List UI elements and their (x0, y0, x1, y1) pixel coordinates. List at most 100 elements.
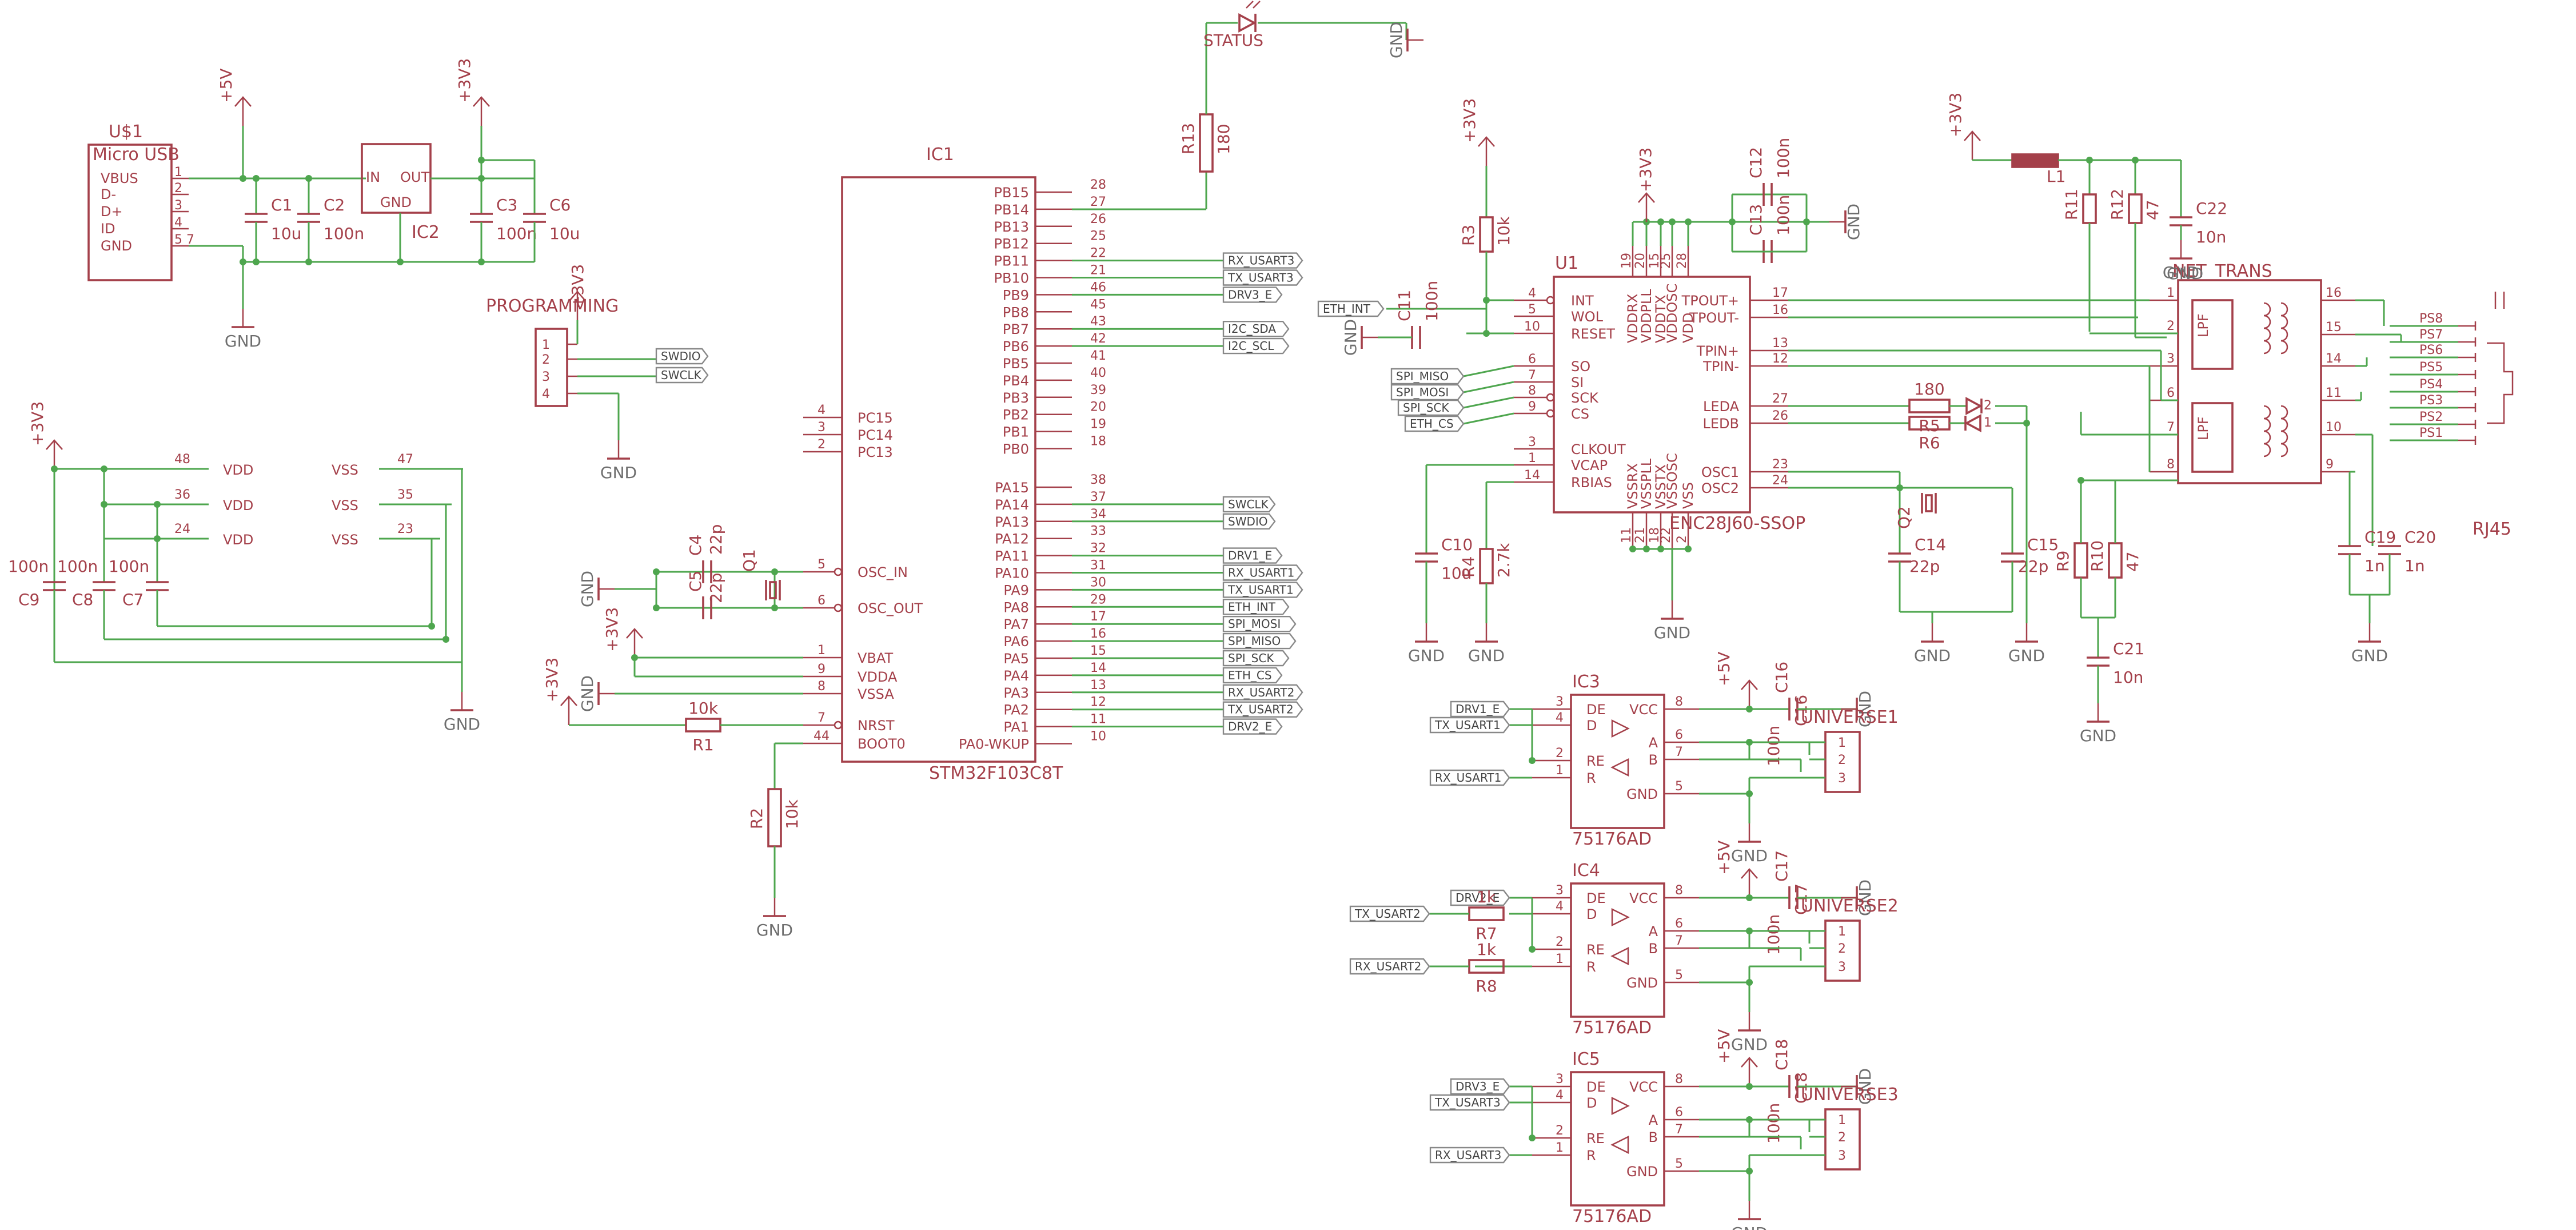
driver-pin-name: VCC (1629, 702, 1658, 718)
ground-symbol: GND (1387, 22, 1423, 58)
vdd-pin-name: VDD (223, 497, 253, 514)
mcu-pin-name: PA12 (995, 531, 1029, 547)
driver-body (1570, 694, 1665, 829)
driver-pin-name: A (1649, 735, 1658, 751)
reg-pin-out: OUT (400, 169, 429, 185)
mcu-pin-number: 39 (1090, 383, 1106, 397)
mcu-pin-number: 45 (1090, 297, 1106, 312)
mcu-pin-name: VDDA (858, 669, 898, 685)
eth-pin-number: 18 (1648, 527, 1662, 543)
reg-pin-gnd: GND (380, 194, 412, 210)
driver-pin-num: 3 (1556, 883, 1564, 898)
connector-body (1824, 1108, 1861, 1171)
eth-pin-name: TPIN+ (1696, 343, 1739, 359)
driver-triangle (1611, 1096, 1630, 1116)
ground-symbol: GND (444, 692, 480, 734)
net-label-tag: TX_USART3 (1222, 269, 1303, 286)
resistor-body (1479, 548, 1494, 584)
transformer-gnd: GND (2167, 264, 2203, 283)
cap-value: 10u (271, 224, 301, 243)
eth-pin-name: VDDPLL (1638, 289, 1654, 343)
resistor-body (1479, 216, 1494, 253)
eth-pin-name: SO (1571, 359, 1590, 375)
usb-pin-number: 5 7 (174, 233, 194, 247)
driver-pin-num: 8 (1675, 695, 1683, 709)
tag-outline (1222, 513, 1276, 530)
trans-pin-num: 15 (2326, 320, 2342, 335)
mcu-pin-number: 30 (1090, 575, 1106, 590)
supply-arrow (473, 96, 490, 107)
net-label-tag: RX_USART2 (1349, 958, 1430, 975)
rj-pin-label: PS8 (2419, 312, 2443, 326)
junction-dot (2077, 477, 2084, 484)
eth-pin-number: 2 (1675, 535, 1689, 543)
ground-label: GND (2163, 263, 2199, 282)
ground-symbol: GND (1731, 1012, 1768, 1054)
mcu-pin-number: 13 (1090, 678, 1106, 692)
vss-pin-num: 47 (397, 452, 413, 467)
ground-symbol: GND (2080, 703, 2116, 745)
led-ray (1246, 1, 1254, 9)
driver-pin-num: 8 (1675, 1072, 1683, 1086)
inverter-bubble (834, 603, 843, 612)
tag-text: ETH_CS (1228, 668, 1272, 682)
tag-text: TX_USART3 (1227, 271, 1294, 285)
supply-label: +3V3 (543, 658, 561, 702)
junction-dot (631, 654, 638, 661)
inductor-fill (2012, 154, 2058, 167)
junction-dot (1685, 218, 1692, 225)
tag-outline (1222, 564, 1303, 581)
vdd-pin-num: 36 (174, 488, 190, 502)
eth-pin-name: VSSPLL (1638, 458, 1654, 509)
eth-pin-number: 13 (1772, 336, 1788, 351)
link-leds: 21 (1964, 396, 1992, 433)
cap-name: C16 (1792, 695, 1811, 726)
mcu-pin-name: OSC_IN (858, 564, 908, 580)
driver-pin-name: D (1586, 718, 1597, 734)
eth-pin-name: WOL (1571, 309, 1604, 325)
supply-arrow (560, 695, 577, 706)
mcu-pin-number: 28 (1090, 178, 1106, 192)
ground-symbol: GND (1841, 691, 1875, 727)
eth-pin-number: 1 (1528, 451, 1536, 465)
ground-label: GND (1914, 646, 1951, 665)
eth-pin-number: 22 (1659, 527, 1673, 543)
ground-label: GND (1731, 1035, 1768, 1054)
net-label-tag: TX_USART1 (1222, 582, 1303, 598)
ground-symbol: GND (756, 898, 793, 940)
transformer-name: NET_TRANS (2172, 261, 2272, 281)
tag-text: SWDIO (1228, 515, 1268, 528)
tag-text: I2C_SCL (1228, 339, 1274, 353)
tag-outline (1222, 252, 1303, 269)
net-label-tag: RX_USART1 (1429, 769, 1510, 786)
net-label-tag: RX_USART3 (1429, 1147, 1510, 1164)
driver-body (1570, 882, 1665, 1018)
resistor-name: R5 (1919, 416, 1940, 435)
tag-outline (655, 348, 709, 365)
eth-pin-name: LEDA (1703, 399, 1740, 415)
cap-name: C4 (686, 535, 705, 556)
resistor-value: 47 (2143, 200, 2162, 220)
eth-pin-name: VDD (1680, 313, 1696, 343)
net-label-tag: DRV1_E (1450, 700, 1510, 718)
cap-name: C17 (1792, 883, 1811, 915)
supply-symbol (1638, 192, 1655, 222)
ground-symbol: GND (2351, 623, 2388, 665)
usb-pin-number: 3 (174, 198, 182, 213)
tag-outline (1429, 716, 1510, 734)
connector-pin-num: 2 (1838, 942, 1846, 956)
mcu-pin-number: 18 (1090, 435, 1106, 449)
junction-dot (1685, 546, 1692, 552)
driver-pin-name: R (1586, 959, 1596, 975)
ground-symbol: GND (1654, 600, 1690, 642)
eth-pin-name: RBIAS (1571, 475, 1612, 491)
cap-name: C17 (1772, 850, 1791, 882)
mcu-pin-name: PB1 (1003, 424, 1029, 440)
mcu-pin-number: 32 (1090, 542, 1106, 556)
